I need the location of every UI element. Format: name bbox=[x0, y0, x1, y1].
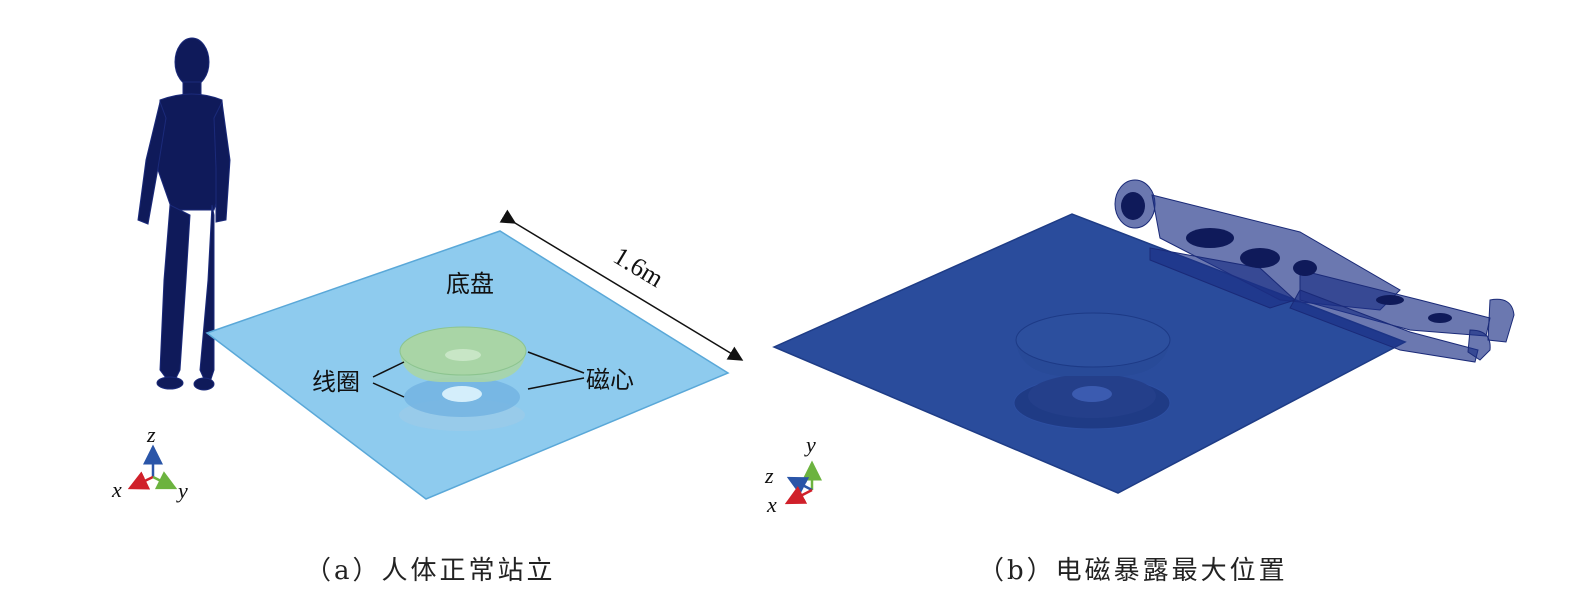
axis-b-x-label: x bbox=[766, 492, 777, 517]
axis-triad-a bbox=[127, 444, 178, 490]
lying-body-organs bbox=[1121, 192, 1452, 323]
axis-a-x-label: x bbox=[111, 477, 122, 502]
coil-core-assembly-a bbox=[399, 326, 527, 431]
axis-triad-b bbox=[784, 460, 822, 505]
panel-b: y z x bbox=[764, 179, 1515, 517]
chassis-label: 底盘 bbox=[446, 270, 494, 298]
panel-a: 底盘 线圈 磁心 1.6m z x y bbox=[111, 37, 744, 503]
axis-b-y-label: y bbox=[804, 432, 816, 457]
axis-a-y-label: y bbox=[176, 478, 188, 503]
coil-label: 线圈 bbox=[312, 368, 360, 396]
caption-b: （b）电磁暴露最大位置 bbox=[978, 556, 1288, 586]
core-label: 磁心 bbox=[586, 366, 634, 394]
caption-a: （a）人体正常站立 bbox=[305, 556, 556, 586]
coil-core-assembly-b bbox=[1013, 312, 1171, 430]
dimension-arrow bbox=[499, 209, 744, 361]
standing-human-body bbox=[137, 37, 231, 391]
axis-a-z-label: z bbox=[146, 422, 156, 447]
axis-b-z-label: z bbox=[764, 463, 774, 488]
